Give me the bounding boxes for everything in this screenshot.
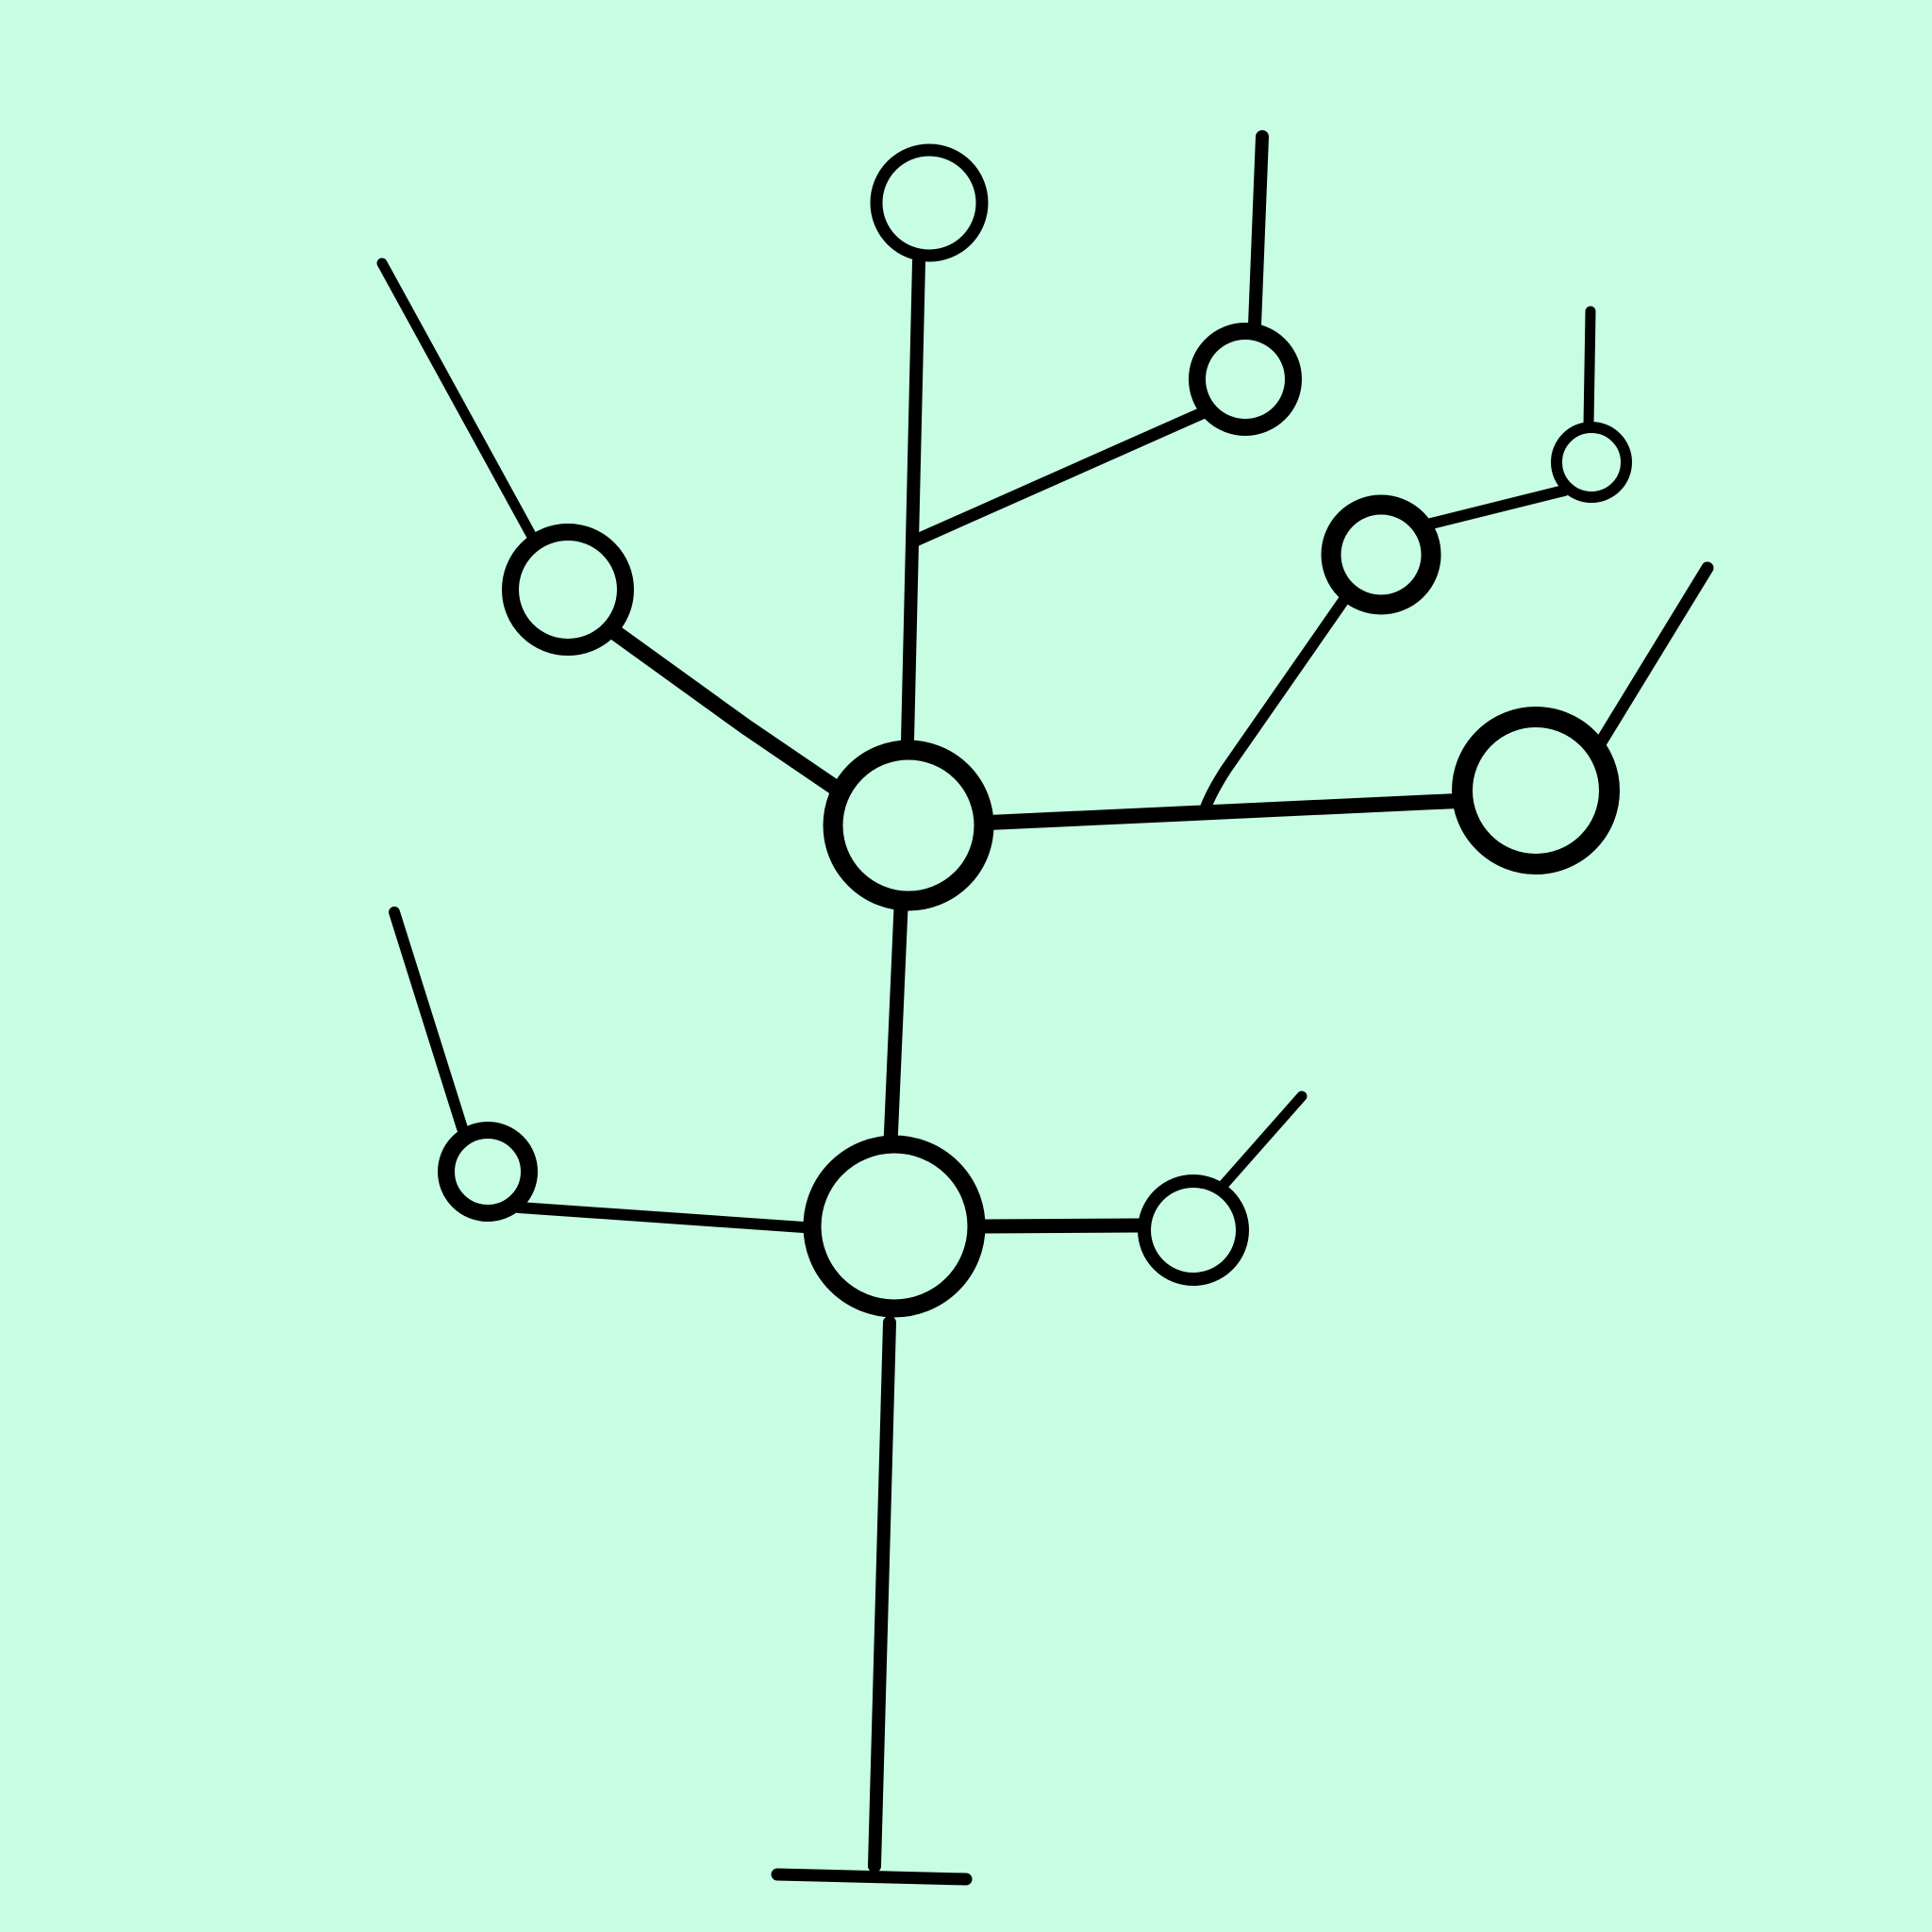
edge-lower-hub-to-lower-left (513, 1202, 809, 1233)
node-hub-main (823, 740, 994, 911)
edge-right-mid-to-small (1418, 485, 1570, 531)
node-hub-lower (803, 1135, 986, 1318)
edge-right-big-tip (1592, 561, 1714, 752)
node-upper-left (502, 524, 634, 656)
edge-hub-to-right-big (981, 793, 1465, 830)
edge-hub-to-upper-left (605, 623, 842, 795)
edge-root-base (771, 1868, 973, 1886)
node-top (870, 143, 989, 262)
node-right-mid (1321, 494, 1441, 615)
node-upper-mid (1189, 323, 1302, 436)
node-right-big (1452, 707, 1620, 874)
edge-right-small-tip (1583, 306, 1596, 430)
edge-upper-left-tip (376, 258, 537, 541)
node-right-small (1551, 422, 1632, 503)
edge-lower-hub-to-lower-right (976, 1218, 1145, 1234)
nodes-group (438, 143, 1632, 1318)
edge-hub-to-top (901, 255, 925, 748)
edges-group (376, 130, 1714, 1886)
edge-lower-left-tip (389, 907, 468, 1134)
edge-branch-to-upper-mid (907, 404, 1215, 548)
edge-upper-mid-tip (1248, 130, 1269, 332)
edge-branch-to-right-mid (1200, 592, 1351, 813)
edge-lower-right-tip (1218, 1091, 1307, 1191)
edge-hub-to-lower-hub (883, 900, 908, 1151)
node-lower-left (438, 1122, 538, 1222)
edge-trunk-lower (868, 1316, 896, 1873)
node-lower-right (1138, 1174, 1249, 1286)
